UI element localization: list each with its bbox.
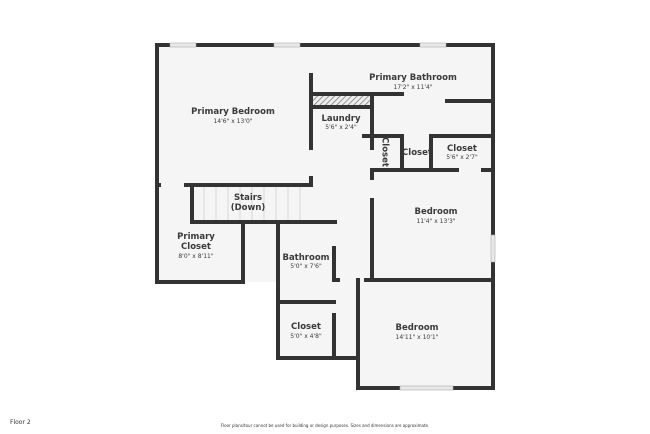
floor-area — [157, 45, 493, 388]
closet-right-dims: 5'6" x 2'7" — [446, 154, 478, 161]
closet-small-name: Closet — [402, 148, 432, 158]
stairs-name: Stairs — [234, 193, 262, 203]
closet-right-name: Closet — [447, 144, 477, 154]
closet-lower-name: Closet — [291, 322, 321, 332]
stair-treads — [203, 187, 301, 220]
closet-lower-dims: 5'0" x 4'8" — [290, 333, 322, 340]
windows — [169, 42, 496, 391]
bathroom-name: Bathroom — [282, 253, 329, 263]
primary-closet-dims: 8'0" x 8'11" — [178, 253, 214, 260]
bedroom-1-name: Bedroom — [414, 207, 457, 217]
primary-closet-name2: Closet — [181, 242, 211, 252]
primary-bedroom-dims: 14'6" x 13'0" — [213, 118, 252, 125]
closet-vertical-name: Closet — [380, 137, 390, 167]
floor-label: Floor 2 — [10, 419, 31, 426]
laundry-hatch — [313, 95, 370, 107]
stairs-sub: (Down) — [231, 203, 266, 213]
bedroom-2-name: Bedroom — [395, 323, 438, 333]
laundry-dims: 5'6" x 2'4" — [325, 124, 357, 131]
disclaimer: Floor plans/tour cannot be used for buil… — [220, 423, 430, 428]
bedroom-1-dims: 11'4" x 13'3" — [416, 218, 455, 225]
laundry-name: Laundry — [321, 114, 361, 124]
walls — [155, 43, 495, 390]
bedroom-2-dims: 14'11" x 10'1" — [396, 334, 439, 341]
primary-bathroom-name: Primary Bathroom — [369, 73, 457, 83]
bathroom-dims: 5'0" x 7'6" — [290, 263, 322, 270]
primary-bathroom-dims: 17'2" x 11'4" — [393, 84, 432, 91]
primary-closet-name: Primary — [177, 232, 215, 242]
primary-bedroom-name: Primary Bedroom — [191, 107, 275, 117]
